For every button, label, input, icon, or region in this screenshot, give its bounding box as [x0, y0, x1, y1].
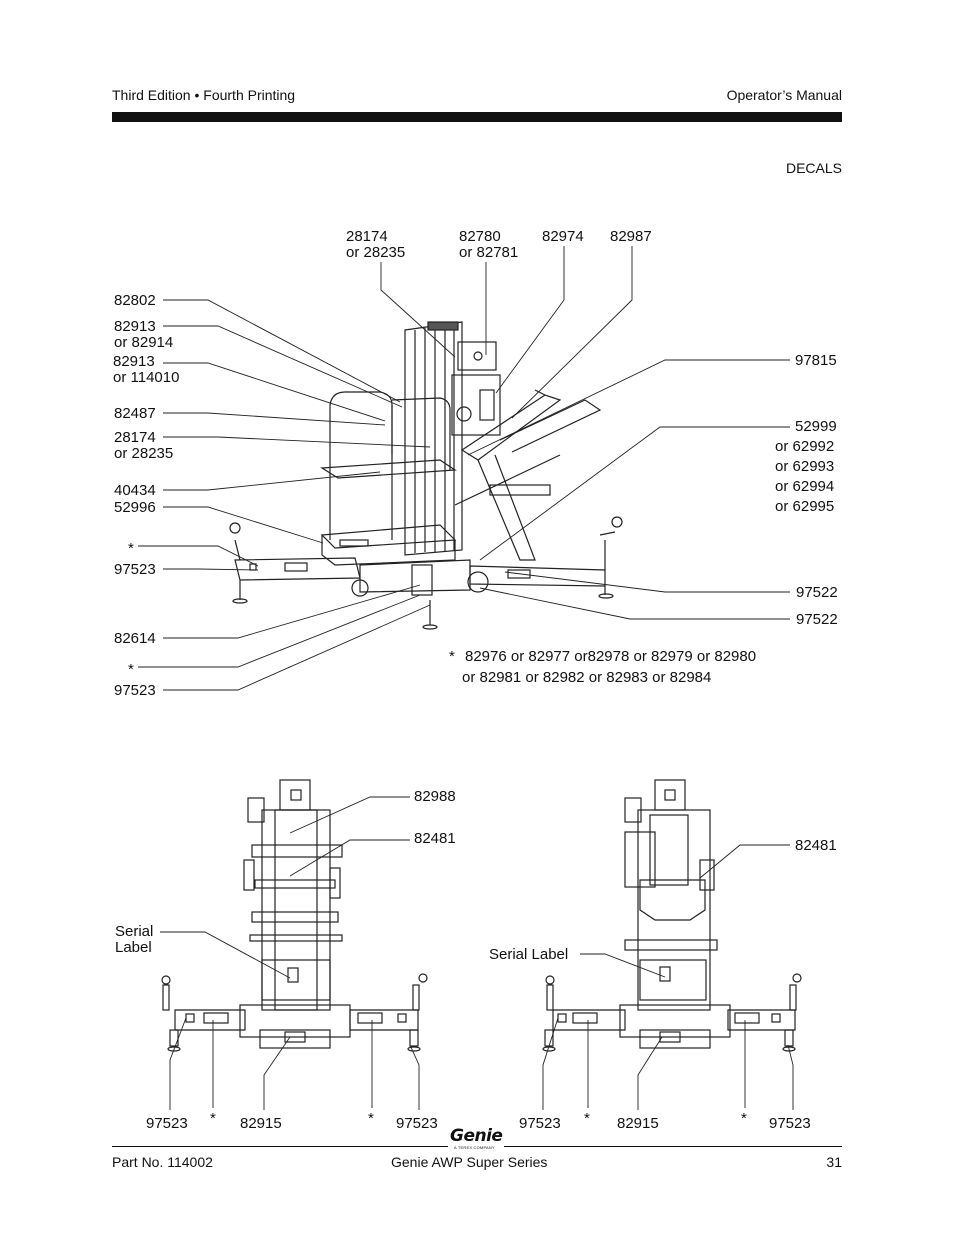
lift-isometric-drawing [229, 321, 623, 630]
callout-star-br-2: * [741, 1110, 747, 1127]
callout-97523-bl-1: 97523 [146, 1115, 188, 1132]
callout-97815: 97815 [795, 352, 837, 369]
callout-star-bl-1: * [210, 1110, 216, 1127]
callout-star-bl-2: * [368, 1110, 374, 1127]
footer-page-number: 31 [826, 1154, 842, 1170]
callout-star-br-1: * [584, 1110, 590, 1127]
callout-82915-right: 82915 [617, 1115, 659, 1132]
callout-52996: 52996 [114, 499, 156, 516]
section-title: DECALS [785, 160, 842, 176]
callout-star-2: * [128, 661, 134, 678]
callout-97522-b: 97522 [796, 611, 838, 628]
header-manual-title: Operator’s Manual [726, 87, 842, 103]
footnote-star: * [449, 648, 455, 665]
callout-52999: 52999 or 62992 or 62993 or 62994 or 6299… [775, 418, 837, 515]
callout-star-1: * [128, 540, 134, 557]
lift-rear-view-right [542, 779, 802, 1052]
callout-82802: 82802 [114, 292, 156, 309]
footer-product: Genie AWP Super Series [391, 1154, 548, 1170]
header-edition: Third Edition • Fourth Printing [112, 87, 296, 103]
callout-82988: 82988 [414, 788, 456, 805]
footnote-line-2: or 82981 or 82982 or 82983 or 82984 [462, 669, 712, 686]
callout-97523-bl-2: 97523 [396, 1115, 438, 1132]
callout-82974: 82974 [542, 228, 584, 245]
genie-logo-sub: A TEREX COMPANY [454, 1145, 495, 1150]
footnote-line-1: 82976 or 82977 or82978 or 82979 or 82980 [465, 648, 757, 665]
callout-97523-a: 97523 [114, 561, 156, 578]
lift-rear-view-left [161, 779, 428, 1052]
callout-97523-br-1: 97523 [519, 1115, 561, 1132]
callout-97522-a: 97522 [796, 584, 838, 601]
top-leader-lines [138, 246, 790, 691]
callout-82987: 82987 [610, 228, 652, 245]
callout-97523-br-2: 97523 [769, 1115, 811, 1132]
genie-logo: Genie A TEREX COMPANY [448, 1126, 504, 1152]
callout-82614: 82614 [114, 630, 156, 647]
bottom-left-leader-lines [160, 796, 420, 1110]
genie-logo-word: Genie [450, 1126, 503, 1146]
callout-serial-label-right: Serial Label [489, 946, 569, 963]
callout-97523-b: 97523 [114, 682, 156, 699]
callout-82915-left: 82915 [240, 1115, 282, 1132]
callout-82487: 82487 [114, 405, 156, 422]
bottom-right-leader-lines [542, 844, 794, 1110]
header-rule [112, 112, 842, 122]
callout-82481-right: 82481 [795, 837, 837, 854]
footer-part-number: Part No. 114002 [112, 1154, 213, 1170]
callout-82481-left: 82481 [414, 830, 456, 847]
callout-40434: 40434 [114, 482, 156, 499]
